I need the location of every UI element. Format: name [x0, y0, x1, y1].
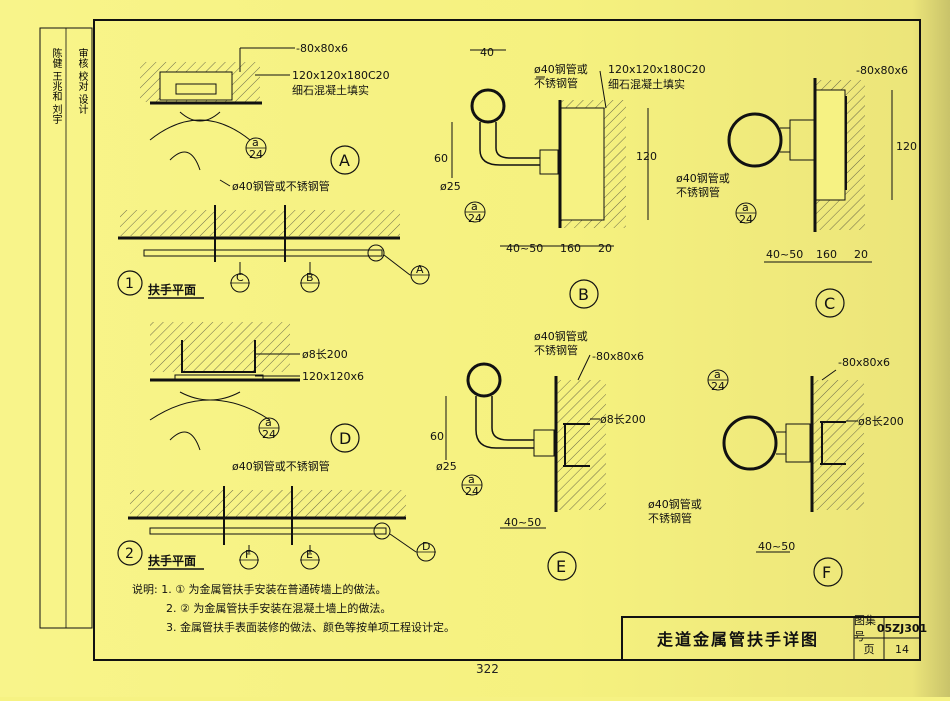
section-ref-e: E [306, 548, 313, 561]
ref-a-1: a [252, 136, 259, 149]
label-dim-160-b: 160 [560, 242, 581, 255]
note-1: 说明: 1. ① 为金属管扶手安装在普通砖墙上的做法。 [132, 583, 387, 596]
ref-24-5: 24 [465, 485, 479, 498]
marker-c: C [824, 294, 835, 313]
marker-d: D [339, 429, 351, 448]
label-plate-80-a: -80x80x6 [296, 42, 348, 55]
ref-24-4: 24 [262, 428, 276, 441]
label-rod-8-f: ø8长200 [858, 415, 904, 428]
section-ref-c: C [236, 271, 244, 284]
side-stamp-col2: 审核 校对 设计 [76, 48, 87, 115]
ref-a-2: a [471, 200, 478, 213]
section-ref-f: F [245, 548, 251, 561]
label-tube-f-1: ø40钢管或 [648, 497, 702, 511]
title-block [621, 616, 921, 661]
label-dim-60-b: 60 [434, 152, 448, 165]
label-tube-d: ø40钢管或不锈钢管 [232, 459, 330, 473]
label-dim-20-b: 20 [598, 242, 612, 255]
label-rod-8-d: ø8长200 [302, 348, 348, 361]
ref-a-5: a [468, 473, 475, 486]
label-tube-b-1: ø40钢管或 [534, 62, 588, 76]
ref-a-3: a [742, 201, 749, 214]
label-concrete-fill-a-1: 120x120x180C20 [292, 69, 390, 82]
label-dim-120-c: 120 [896, 140, 917, 153]
label-plate-80-f: -80x80x6 [838, 356, 890, 369]
label-dim-40-50-b: 40~50 [506, 242, 543, 255]
ref-a-4: a [265, 416, 272, 429]
label-dim-20-c: 20 [854, 248, 868, 261]
section-ref-d: D [422, 540, 430, 553]
label-tube-c-2: 不锈钢管 [676, 185, 720, 199]
sheet-border [93, 19, 921, 661]
label-tube-b-2: 不锈钢管 [534, 76, 578, 90]
atlas-value: 05ZJ301 [876, 621, 928, 635]
detail-a [140, 47, 295, 187]
detail-b [451, 49, 649, 247]
marker-2: 2 [125, 546, 134, 562]
marker-a: A [339, 151, 350, 170]
plan-2 [128, 486, 417, 553]
note-3: 3. 金属管扶手表面装修的做法、颜色等按单项工程设计定。 [166, 621, 455, 634]
label-dim-160-c: 160 [816, 248, 837, 261]
marker-1: 1 [125, 276, 134, 292]
label-tube-f-2: 不锈钢管 [648, 511, 692, 525]
label-dia-25-b: ø25 [440, 180, 461, 193]
section-ref-a: A [416, 263, 424, 276]
page-number: 322 [476, 662, 499, 676]
plan-1 [118, 205, 411, 276]
detail-markers [117, 137, 845, 587]
label-concrete-fill-b-2: 细石混凝土填实 [608, 77, 685, 91]
detail-c [727, 78, 893, 263]
detail-f [722, 369, 864, 553]
ref-a-6: a [714, 368, 721, 381]
page-label: 页 [863, 643, 875, 656]
label-dim-40-50-c: 40~50 [766, 248, 803, 261]
label-rod-8-e: ø8长200 [600, 413, 646, 426]
label-tube-e-1: ø40钢管或 [534, 329, 588, 343]
notes: 说明: 1. ① 为金属管扶手安装在普通砖墙上的做法。 2. ② 为金属管扶手安… [132, 580, 455, 637]
label-dia-25-e: ø25 [436, 460, 457, 473]
note-2: 2. ② 为金属管扶手安装在混凝土墙上的做法。 [166, 602, 392, 615]
detail-d [149, 322, 300, 451]
plan-2-title: 扶手平面 [148, 553, 196, 568]
marker-f: F [822, 563, 831, 582]
label-plate-80-c: -80x80x6 [856, 64, 908, 77]
label-tube-a: ø40钢管或不锈钢管 [232, 179, 330, 193]
section-ref-b: B [306, 271, 314, 284]
marker-b: B [578, 285, 589, 304]
label-concrete-fill-a-2: 细石混凝土填实 [292, 83, 369, 97]
atlas-label: 图集号 [854, 614, 876, 643]
label-concrete-fill-b-1: 120x120x180C20 [608, 63, 706, 76]
label-plate-80-e: -80x80x6 [592, 350, 644, 363]
label-dim-40-50-f: 40~50 [758, 540, 795, 553]
label-tube-e-2: 不锈钢管 [534, 343, 578, 357]
label-plate-120-d: 120x120x6 [302, 370, 364, 383]
drawing-title: 走道金属管扶手详图 [656, 630, 819, 649]
ref-24-1: 24 [249, 148, 263, 161]
plan-1-title: 扶手平面 [148, 282, 196, 297]
ref-24-3: 24 [739, 213, 753, 226]
label-dim-120-b: 120 [636, 150, 657, 163]
label-dim-60-e: 60 [430, 430, 444, 443]
detail-e [445, 354, 606, 529]
label-tube-c-1: ø40钢管或 [676, 171, 730, 185]
label-dim-40-b: 40 [480, 46, 494, 59]
ref-24-2: 24 [468, 212, 482, 225]
marker-e: E [556, 557, 566, 576]
ref-24-6: 24 [711, 380, 725, 393]
page-value: 14 [895, 642, 909, 656]
label-dim-40-50-e: 40~50 [504, 516, 541, 529]
side-stamp: 陈健 王兆和 刘宇 审核 校对 设计 [40, 28, 90, 638]
side-stamp-col1: 陈健 王兆和 刘宇 [50, 48, 61, 125]
